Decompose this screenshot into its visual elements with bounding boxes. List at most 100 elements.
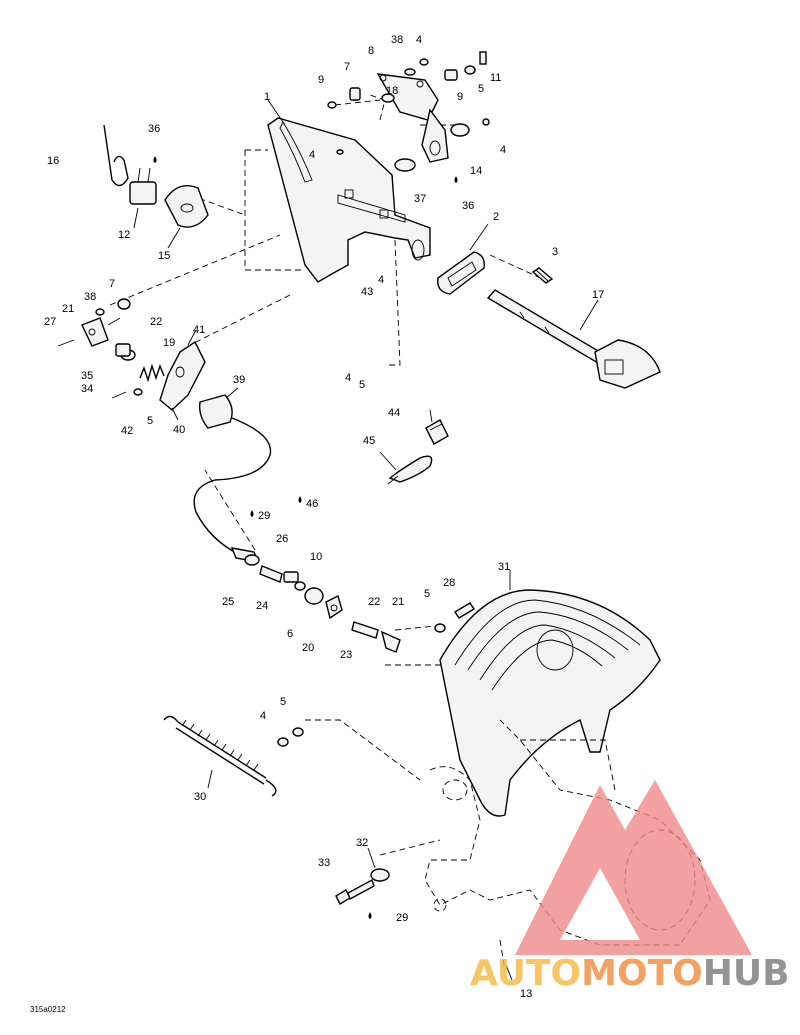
part-label-21: 21	[392, 596, 404, 608]
part-label-38: 38	[84, 291, 96, 303]
bolt-33	[335, 878, 375, 905]
part-label-35: 35	[81, 370, 93, 382]
part-label-26: 26	[276, 533, 288, 545]
part-label-37: 37	[414, 193, 426, 205]
upper-hardware	[327, 51, 490, 155]
part-label-33: 33	[318, 857, 330, 869]
bolt-42	[111, 391, 127, 399]
bushing-block	[164, 185, 209, 228]
part-label-7: 7	[109, 278, 115, 290]
hair-pin-clip	[103, 124, 129, 187]
part-label-5: 5	[478, 83, 484, 95]
part-label-19: 19	[163, 337, 175, 349]
link-plate	[376, 73, 439, 121]
washer-21	[95, 308, 105, 316]
part-label-4: 4	[378, 274, 384, 286]
brake-cable	[193, 417, 272, 556]
washer-32	[370, 868, 390, 882]
part-label-31: 31	[498, 561, 510, 573]
retainer-clip	[425, 419, 449, 445]
figure-code: 315a0212	[30, 1005, 66, 1014]
part-label-30: 30	[194, 791, 206, 803]
part-label-43: 43	[361, 286, 373, 298]
part-label-4: 4	[260, 710, 266, 722]
pivot-arm	[421, 108, 449, 163]
screw	[531, 267, 554, 284]
watermark-triangle-logo	[515, 780, 752, 955]
washer-38	[117, 298, 131, 310]
part-label-14: 14	[470, 165, 482, 177]
washer-5-left	[133, 388, 143, 396]
part-label-5: 5	[424, 588, 430, 600]
svg-text:AUTOMOTOHUB: AUTOMOTOHUB	[470, 953, 790, 994]
part-label-32: 32	[356, 837, 368, 849]
part-label-24: 24	[256, 600, 268, 612]
part-label-18: 18	[386, 85, 398, 97]
cable-end-fitting	[230, 547, 299, 583]
part-label-12: 12	[118, 229, 130, 241]
part-label-34: 34	[81, 383, 93, 395]
automotohub-watermark: AUTOMOTOHUB	[470, 780, 790, 994]
o-ring-10	[294, 581, 306, 591]
part-label-4: 4	[345, 372, 351, 384]
compression-spring	[115, 343, 165, 383]
pedal-bracket	[267, 117, 431, 283]
cable-sleeve	[198, 394, 233, 429]
belt-guard	[439, 589, 661, 817]
part-label-22: 22	[150, 316, 162, 328]
large-washer	[394, 158, 416, 172]
part-label-40: 40	[173, 424, 185, 436]
part-label-7: 7	[344, 61, 350, 73]
leader-lines	[133, 99, 599, 981]
washer-5-spring	[292, 727, 304, 737]
part-label-41: 41	[193, 324, 205, 336]
part-label-25: 25	[222, 596, 234, 608]
part-label-5: 5	[359, 379, 365, 391]
part-label-17: 17	[592, 289, 604, 301]
brake-lever-bracket	[159, 340, 206, 411]
part-label-21: 21	[62, 303, 74, 315]
part-label-9: 9	[318, 74, 324, 86]
watermark-auto: AUTO	[470, 953, 581, 994]
part-label-22: 22	[368, 596, 380, 608]
part-label-36: 36	[148, 123, 160, 135]
part-label-23: 23	[340, 649, 352, 661]
part-label-9: 9	[457, 91, 463, 103]
part-label-29: 29	[396, 912, 408, 924]
part-label-8: 8	[368, 45, 374, 57]
part-label-36: 36	[462, 200, 474, 212]
cable-tie	[387, 455, 433, 485]
rubber-boot	[437, 251, 485, 295]
part-label-11: 11	[490, 72, 501, 84]
part-label-5: 5	[147, 415, 153, 427]
part-label-28: 28	[443, 577, 455, 589]
bolt-28	[454, 602, 475, 619]
part-label-44: 44	[388, 407, 400, 419]
tension-spring	[163, 715, 277, 797]
part-label-29: 29	[258, 510, 270, 522]
part-label-1: 1	[264, 91, 270, 103]
retaining-clip-20	[325, 594, 343, 620]
part-label-4: 4	[500, 144, 506, 156]
lubricant-drop-icons	[153, 156, 458, 919]
pedal-clamp	[129, 167, 157, 205]
part-label-16: 16	[47, 155, 59, 167]
part-label-4: 4	[309, 149, 315, 161]
part-label-13: 13	[520, 988, 532, 1000]
clevis-end	[57, 317, 121, 347]
part-label-15: 15	[158, 250, 170, 262]
part-label-2: 2	[493, 211, 499, 223]
part-label-6: 6	[287, 628, 293, 640]
cable-bushing-6	[304, 587, 324, 605]
part-label-10: 10	[310, 551, 322, 563]
part-label-46: 46	[306, 498, 318, 510]
part-label-3: 3	[552, 246, 558, 258]
part-label-45: 45	[363, 435, 375, 447]
part-label-38: 38	[391, 34, 403, 46]
watermark-moto: MOTO	[581, 953, 703, 994]
part-label-39: 39	[233, 374, 245, 386]
part-label-42: 42	[121, 425, 133, 437]
adjuster-rod-23	[351, 621, 401, 653]
part-label-5: 5	[280, 696, 286, 708]
